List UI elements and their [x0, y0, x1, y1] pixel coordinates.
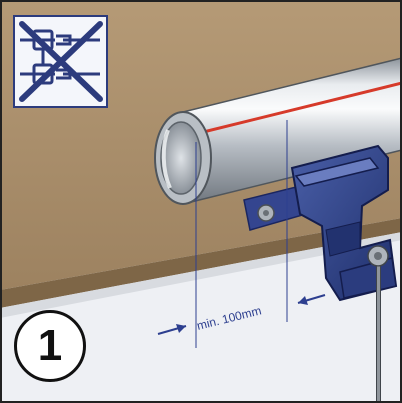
threaded-rod: [376, 265, 381, 403]
pipe-red-stripe: [182, 81, 402, 139]
crossed-out-clamp-icon: [13, 15, 108, 108]
step-number-badge: 1: [14, 310, 86, 382]
pipe-clamp: [290, 144, 398, 403]
step-number: 1: [37, 321, 63, 370]
wall-edge: [0, 218, 402, 308]
wall-baseboard: [0, 232, 402, 318]
clamp-base: [243, 185, 307, 231]
pipe: [154, 57, 402, 205]
